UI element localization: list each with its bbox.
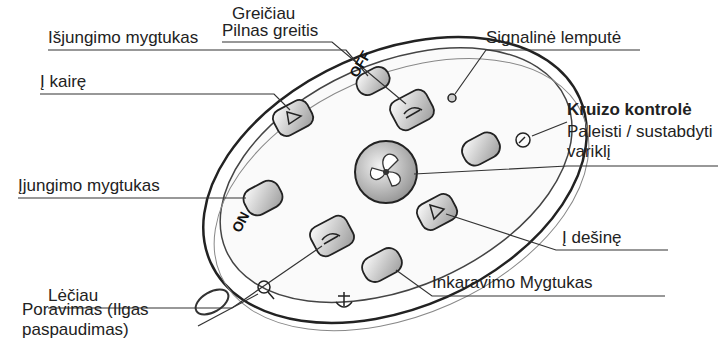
button-label: Kruizo kontrolė [567,100,692,120]
indicator-label: Signalinė lemputė [486,28,621,48]
pairing-label: Poravimas (Ilgas paspaudimas) [22,300,194,340]
button-label: Paleisti / sustabdyti variklį [567,122,719,162]
button-label: Išjungimo mygtukas [48,28,198,48]
button-label: Į kairę [40,72,86,92]
button-label: Į dešinę [562,228,622,248]
speed-label: Pilnas greitis [222,21,318,41]
button-label: Įjungimo mygtukas [18,176,160,196]
button-label: Inkaravimo Mygtukas [432,273,593,293]
